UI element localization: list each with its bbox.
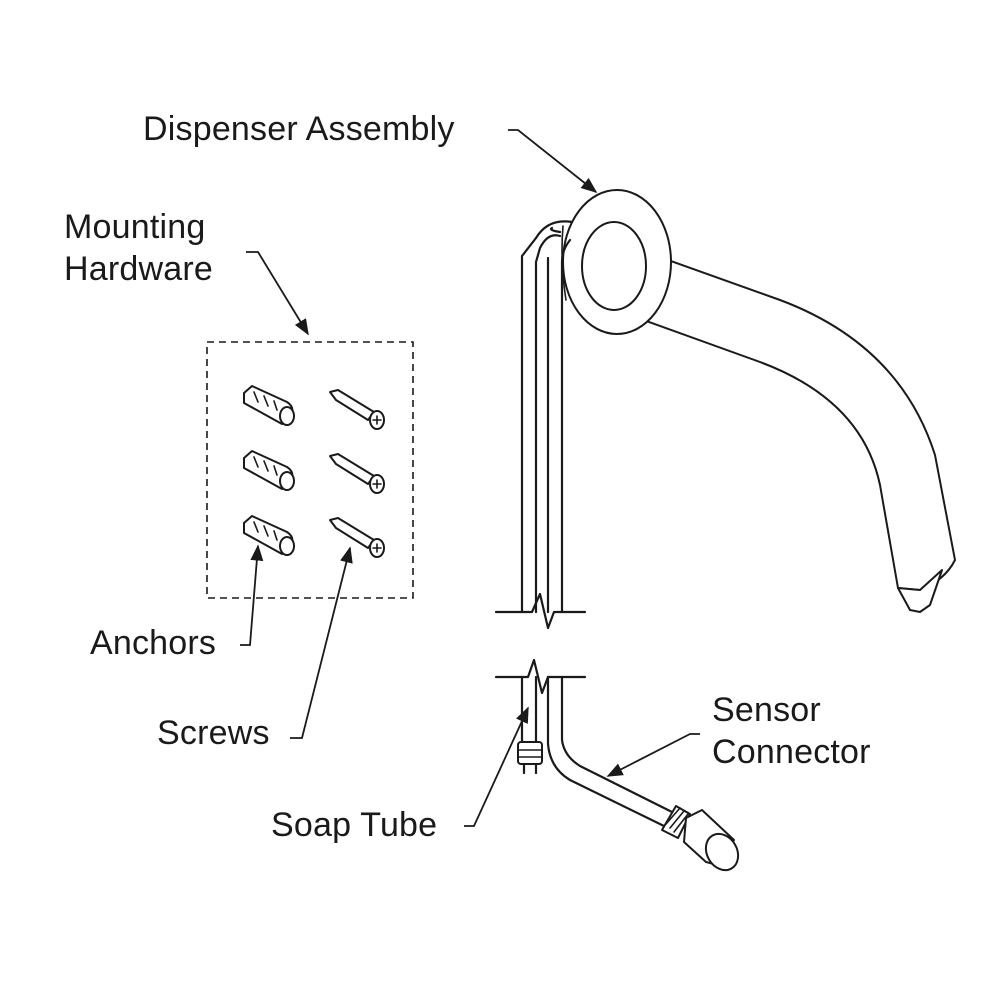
- anchor-1: [243, 385, 295, 426]
- break-symbol-upper: [494, 592, 587, 630]
- screw-3: [329, 517, 385, 558]
- label-screws: Screws: [157, 714, 270, 752]
- sensor-connector: [661, 805, 740, 872]
- anchor-3: [243, 515, 295, 556]
- leader-mounting-hardware: [246, 251, 309, 336]
- feed-tubes-upper: [520, 220, 574, 614]
- screw-2: [329, 453, 385, 494]
- leader-sensor-connector: [606, 733, 700, 777]
- break-symbol-lower: [494, 658, 587, 695]
- label-dispenser-assembly: Dispenser Assembly: [143, 110, 455, 148]
- label-sensor-connector-line1: Sensor: [712, 691, 821, 729]
- label-soap-tube: Soap Tube: [271, 806, 438, 844]
- mounting-flange: [561, 189, 672, 335]
- screws-group: [329, 389, 385, 558]
- label-anchors: Anchors: [90, 624, 217, 662]
- spout: [601, 239, 956, 613]
- leader-screws: [290, 546, 353, 739]
- label-mounting-hardware-line1: Mounting: [64, 208, 206, 246]
- anchor-2: [243, 450, 295, 491]
- sensor-cable: [546, 675, 740, 872]
- leader-soap-tube: [464, 706, 529, 827]
- screw-1: [329, 389, 385, 430]
- soap-tube: [517, 675, 543, 775]
- leader-anchors: [240, 544, 264, 646]
- label-mounting-hardware-line2: Hardware: [64, 250, 213, 288]
- mounting-hardware-box: [206, 341, 414, 599]
- label-sensor-connector-line2: Connector: [712, 733, 871, 771]
- leader-dispenser-assembly: [508, 129, 598, 194]
- anchors-group: [243, 385, 295, 556]
- dispenser-assembly: [520, 189, 956, 614]
